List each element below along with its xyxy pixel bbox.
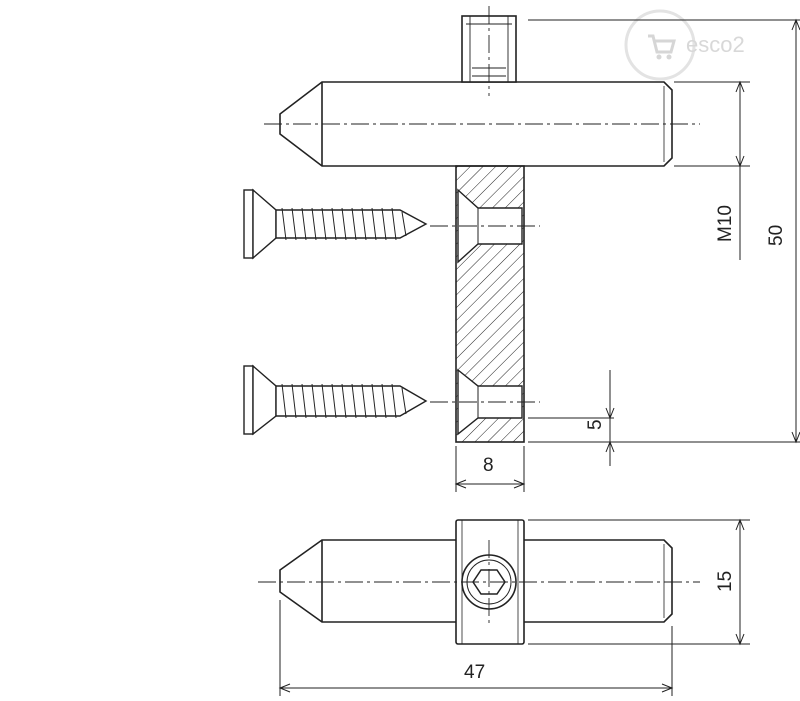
dim-length-total: 50 [766,225,787,246]
watermark-logo: esco2 [624,9,745,81]
center-lines-top [264,6,700,403]
dim-screw-offset: 5 [585,419,606,430]
watermark-text: esco2 [686,32,745,57]
dim-length-bolt: 47 [464,662,485,683]
dimension-lines-bottom [278,518,750,696]
dimension-lines-top [454,18,800,492]
screw-icon [243,188,428,260]
screw-icon [243,364,428,436]
dim-thread: M10 [715,205,736,242]
shopping-cart-icon [648,34,676,60]
mounting-plate-section [455,165,525,443]
center-lines-bottom [258,540,700,624]
dim-plate-thickness: 8 [483,455,494,476]
dim-width-block: 15 [715,571,736,592]
